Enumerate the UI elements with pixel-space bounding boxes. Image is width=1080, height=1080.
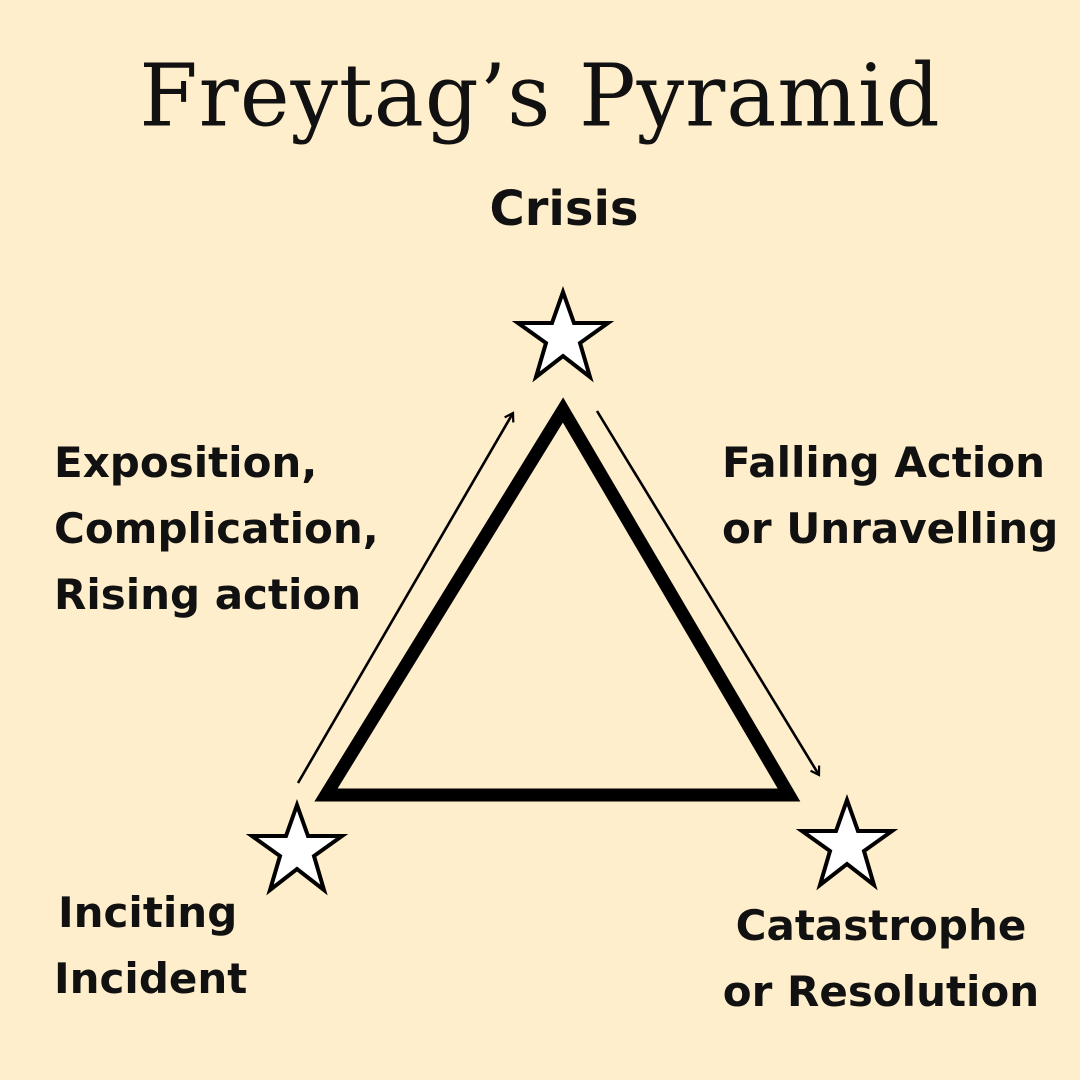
- inciting-label-line-1: Inciting: [58, 888, 238, 937]
- catastrophe-label: Catastrophe or Resolution: [722, 893, 1040, 1025]
- crisis-label: Crisis: [0, 176, 1080, 242]
- rising-label-line-3: Rising action: [54, 570, 362, 619]
- inciting-incident-label: Inciting Incident: [54, 880, 247, 1012]
- catastrophe-label-line-1: Catastrophe: [735, 901, 1027, 950]
- crisis-label-line: Crisis: [489, 181, 639, 237]
- rising-action-label: Exposition, Complication, Rising action: [54, 430, 379, 628]
- rising-label-line-2: Complication,: [54, 504, 379, 553]
- crisis-star-icon: [511, 286, 615, 383]
- catastrophe-label-line-2: or Resolution: [722, 967, 1040, 1016]
- falling-action-arrow: [595, 410, 821, 777]
- rising-label-line-1: Exposition,: [54, 438, 318, 487]
- falling-label-line-1: Falling Action: [722, 438, 1045, 487]
- inciting-incident-star-icon: [245, 799, 349, 896]
- rising-action-arrow: [296, 411, 515, 784]
- falling-label-line-2: or Unravelling: [722, 504, 1059, 553]
- diagram-title: Freytag’s Pyramid: [139, 46, 941, 146]
- pyramid-triangle: [314, 397, 801, 802]
- falling-action-label: Falling Action or Unravelling: [722, 430, 1058, 562]
- inciting-label-line-2: Incident: [54, 954, 248, 1003]
- catastrophe-star-icon: [795, 794, 899, 891]
